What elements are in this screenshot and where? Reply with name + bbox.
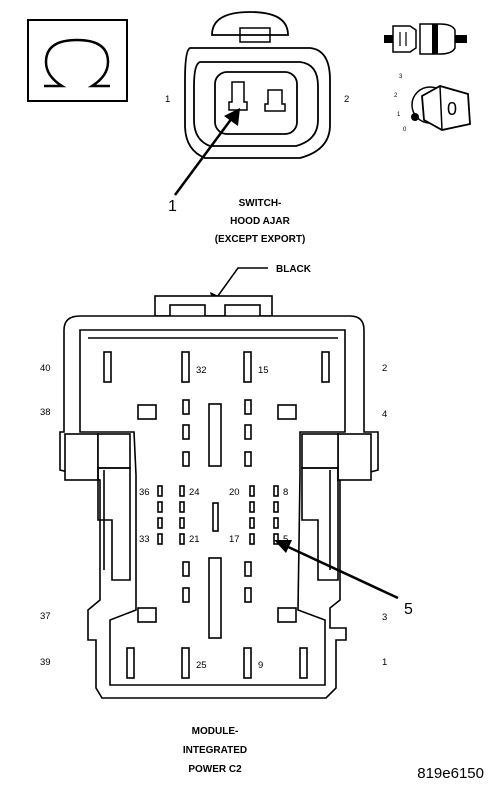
- callout-arrow-1: [173, 108, 240, 196]
- callout-5-number: 5: [404, 601, 413, 618]
- top-pin-2-label: 2: [344, 94, 349, 105]
- pin-15-label: 15: [258, 365, 269, 376]
- pin-39-label: 39: [40, 657, 51, 668]
- switch-caption-line3: (EXCEPT EXPORT): [215, 234, 306, 245]
- pcm-c2-connector-body: [59, 295, 379, 699]
- top-pin-1-label: 1: [165, 94, 170, 105]
- key-position-3: 3: [399, 74, 403, 80]
- plug-connector-icon: [384, 23, 467, 55]
- switch-caption-line2: HOOD AJAR: [230, 216, 290, 227]
- pin-21-label: 21: [189, 534, 200, 545]
- ohm-symbol-box: [27, 19, 128, 102]
- pcm-caption-line2: INTEGRATED: [183, 745, 247, 756]
- pin-17-label: 17: [229, 534, 240, 545]
- switch-caption-line1: SWITCH-: [239, 198, 282, 209]
- pin-40-label: 40: [40, 363, 51, 374]
- pin-33-label: 33: [139, 534, 150, 545]
- pcm-caption-line1: MODULE-: [192, 726, 239, 737]
- pin-20-label: 20: [229, 487, 240, 498]
- key-position-1: 1: [397, 112, 401, 118]
- key-label: 0: [447, 99, 457, 119]
- pcm-c2-pin-labels: 40 32 15 2 38 4 36 24 20 8 33 21 17 5 37…: [40, 363, 387, 671]
- pin-4-label: 4: [382, 409, 387, 420]
- pin-8-label: 8: [283, 487, 288, 498]
- pin-1-label: 1: [382, 657, 387, 668]
- pin-9-label: 9: [258, 660, 263, 671]
- pin-3-label: 3: [382, 612, 387, 623]
- callout-1-number: 1: [168, 198, 177, 215]
- hood-ajar-connector: [184, 11, 331, 159]
- black-color-label: BLACK: [276, 264, 312, 275]
- pin-24-label: 24: [189, 487, 200, 498]
- key-position-0: 0: [403, 127, 407, 133]
- pin-38-label: 38: [40, 407, 51, 418]
- pin-2-label: 2: [382, 363, 387, 374]
- pin-25-label: 25: [196, 660, 207, 671]
- pin-32-label: 32: [196, 365, 207, 376]
- figure-id: 819e6150: [417, 765, 484, 782]
- key-position-2: 2: [394, 93, 398, 99]
- pin-5-label: 5: [283, 534, 288, 545]
- key-switch-icon: [411, 85, 471, 131]
- pin-36-label: 36: [139, 487, 150, 498]
- pin-37-label: 37: [40, 611, 51, 622]
- callout-arrow-5: [274, 540, 399, 600]
- pcm-caption-line3: POWER C2: [188, 764, 242, 775]
